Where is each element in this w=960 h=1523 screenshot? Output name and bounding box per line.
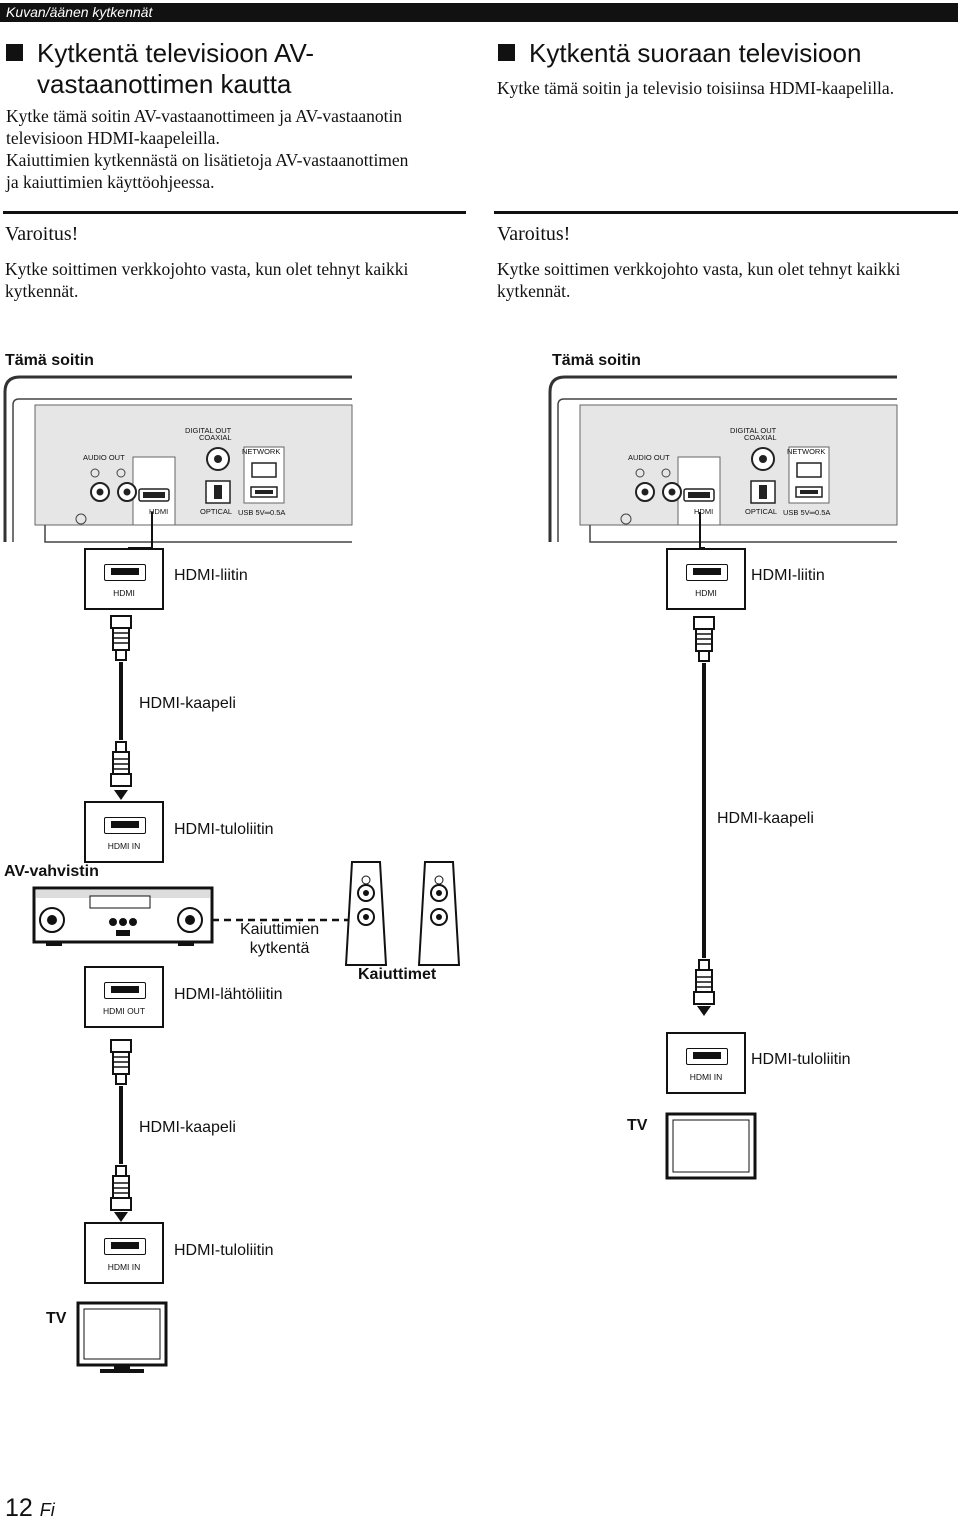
hdmi-port-icon xyxy=(104,982,146,999)
hdmi-port-callout-right: HDMI xyxy=(666,548,746,610)
hdmi-port-icon xyxy=(686,564,728,581)
square-bullet-icon xyxy=(6,44,23,61)
speaker-right xyxy=(417,861,461,966)
hdmi-liitin-label-left: HDMI-liitin xyxy=(174,567,248,584)
right-intro-text: Kytke tämä soitin ja televisio toisiinsa… xyxy=(497,78,895,98)
hdmi-in-port-callout-right: HDMI IN xyxy=(666,1032,746,1094)
left-section-title: Kytkentä televisioon AV- vastaanottimen … xyxy=(6,38,466,100)
page-language: Fi xyxy=(39,1500,55,1520)
tv-label-left: TV xyxy=(46,1310,67,1327)
speaker-connection-label: Kaiuttimien kytkentä xyxy=(240,921,320,957)
speakers-label: Kaiuttimet xyxy=(358,966,437,983)
player-label-right: Tämä soitin xyxy=(552,352,641,369)
hdmi-tuloliitin-label-amp: HDMI-tuloliitin xyxy=(174,821,274,838)
square-bullet-icon xyxy=(498,44,515,61)
right-warning-rule xyxy=(494,211,958,214)
hdmi-lahtoliitin-label: HDMI-lähtöliitin xyxy=(174,986,283,1003)
tv-label-right: TV xyxy=(627,1117,648,1134)
hdmi-in-port-callout: HDMI IN xyxy=(84,801,164,863)
hdmi-port-icon xyxy=(104,1238,146,1255)
hdmi-in-port-callout-tv: HDMI IN xyxy=(84,1222,164,1284)
hdmi-port-icon xyxy=(104,564,146,581)
rear-panel-labels-right: AUDIO OUT DIGITAL OUT COAXIAL NETWORK HD… xyxy=(628,426,831,517)
av-amplifier-label: AV-vahvistin xyxy=(4,863,99,880)
page-footer: 12 Fi xyxy=(5,1494,55,1523)
right-warning-title: Varoitus! xyxy=(497,223,571,245)
player-label-left: Tämä soitin xyxy=(5,352,94,369)
tv-left xyxy=(76,1301,168,1373)
section-header-label: Kuvan/äänen kytkennät xyxy=(6,4,153,20)
left-warning-text: Kytke soittimen verkkojohto vasta, kun o… xyxy=(5,259,409,301)
rear-panel-labels-left: AUDIO OUT DIGITAL OUT COAXIAL NETWORK HD… xyxy=(83,426,286,517)
hdmi-kaapeli-label-1: HDMI-kaapeli xyxy=(139,695,236,712)
hdmi-port-callout: HDMI xyxy=(84,548,164,610)
hdmi-tuloliitin-label-tv-left: HDMI-tuloliitin xyxy=(174,1242,274,1259)
hdmi-kaapeli-label-right: HDMI-kaapeli xyxy=(717,810,814,827)
tv-right xyxy=(665,1112,757,1180)
left-warning-title: Varoitus! xyxy=(5,223,79,245)
hdmi-port-icon xyxy=(686,1048,728,1065)
hdmi-port-icon xyxy=(104,817,146,834)
hdmi-tuloliitin-label-tv-right: HDMI-tuloliitin xyxy=(751,1051,851,1068)
left-intro-text: Kytke tämä soitin AV-vastaanottimeen ja … xyxy=(6,106,409,192)
hdmi-out-port-callout: HDMI OUT xyxy=(84,966,164,1028)
speaker-left xyxy=(344,861,388,966)
hdmi-liitin-label-right: HDMI-liitin xyxy=(751,567,825,584)
left-warning-rule xyxy=(3,211,466,214)
right-section-title: Kytkentä suoraan televisioon xyxy=(498,38,958,69)
right-warning-text: Kytke soittimen verkkojohto vasta, kun o… xyxy=(497,259,901,301)
hdmi-kaapeli-label-2: HDMI-kaapeli xyxy=(139,1119,236,1136)
section-header-bar: Kuvan/äänen kytkennät xyxy=(0,3,958,22)
av-amplifier xyxy=(32,886,214,946)
page-number: 12 xyxy=(5,1494,33,1522)
